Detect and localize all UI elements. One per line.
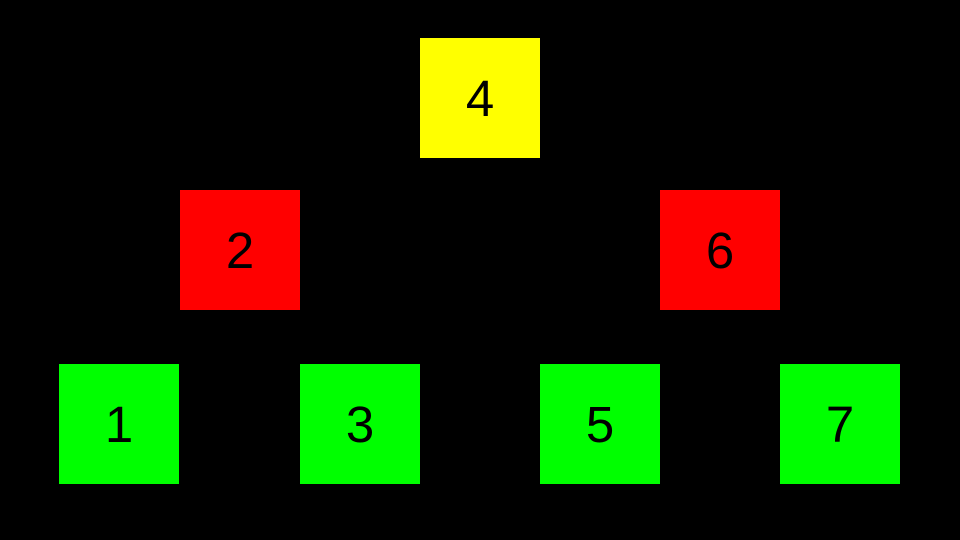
tree-node-6: 6 [660, 190, 780, 310]
tree-node-3: 3 [300, 364, 420, 484]
tree-node-4: 4 [420, 38, 540, 158]
tree-node-label: 6 [705, 221, 735, 279]
tree-node-1: 1 [59, 364, 179, 484]
tree-node-label: 1 [104, 395, 134, 453]
tree-node-7: 7 [780, 364, 900, 484]
tree-node-label: 2 [225, 221, 255, 279]
tree-node-label: 4 [465, 69, 495, 127]
tree-node-2: 2 [180, 190, 300, 310]
tree-node-label: 7 [825, 395, 855, 453]
tree-node-label: 5 [585, 395, 615, 453]
tree-node-5: 5 [540, 364, 660, 484]
tree-node-label: 3 [345, 395, 375, 453]
